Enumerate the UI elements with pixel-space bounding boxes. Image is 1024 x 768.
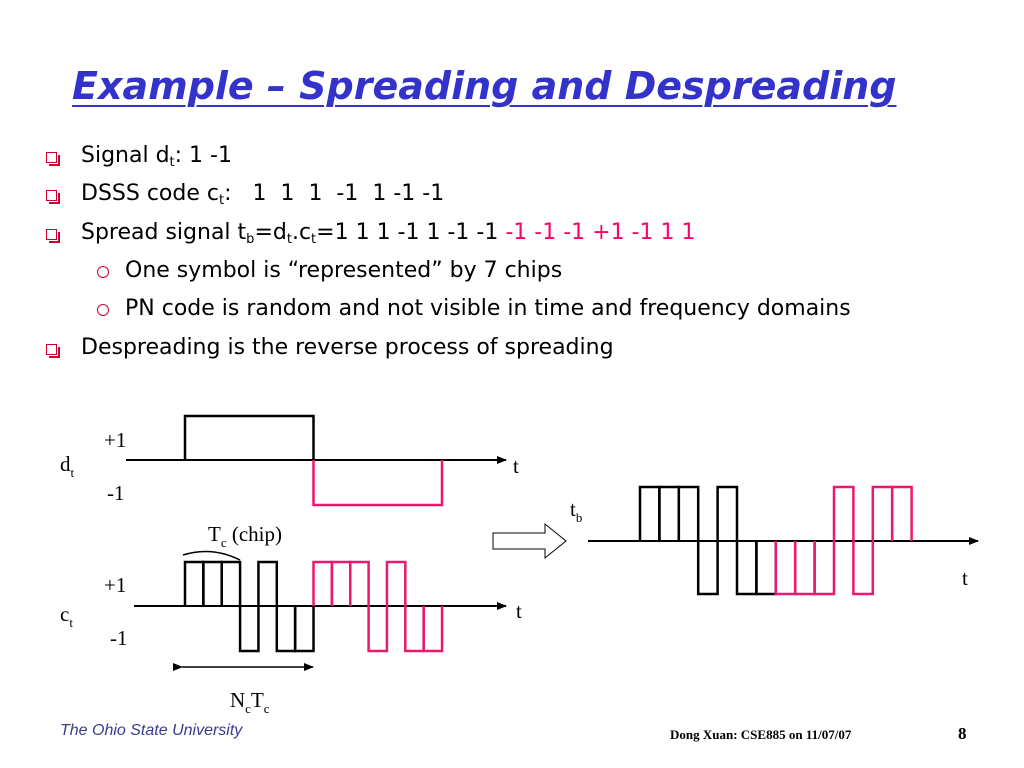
- ct-chip-6: [275, 606, 297, 653]
- ct-chip-4: [238, 606, 260, 653]
- tb-chip-7: [755, 541, 778, 596]
- ct-chip-12: [385, 560, 407, 606]
- spread-eq-d: =d: [254, 220, 287, 245]
- plus-one-top-label: +1: [104, 428, 126, 452]
- pn-text: PN code is random and not visible in tim…: [125, 296, 851, 321]
- dsss-value: : 1 1 1 -1 1 -1 -1: [224, 181, 445, 206]
- ct-chip-7: [293, 606, 315, 653]
- spread-dot-c: .c: [291, 220, 312, 245]
- plus-one-mid-label: +1: [104, 573, 126, 597]
- signal-subscript: t: [169, 155, 175, 170]
- circle-bullet-icon: [97, 304, 109, 316]
- minus-one-mid-label: -1: [110, 626, 128, 650]
- spread-value-black: =1 1 1 -1 1 -1 -1: [316, 220, 506, 245]
- spread-subscript-t2: t: [311, 232, 317, 247]
- tb-chip-13: [871, 485, 894, 541]
- ct-chip-3: [220, 560, 242, 606]
- page-number: 8: [958, 724, 967, 743]
- symbol-text: One symbol is “represented” by 7 chips: [125, 258, 563, 283]
- square-bullet-icon: [46, 344, 60, 358]
- tb-waveform: [638, 485, 913, 596]
- dt-waveform: [183, 414, 444, 507]
- spread-subscript-b: b: [246, 232, 255, 247]
- tc-chip-label: Tc (chip): [208, 522, 282, 550]
- tb-chip-12: [852, 541, 875, 596]
- ct-waveform: [183, 560, 444, 653]
- tb-chip-6: [735, 541, 758, 596]
- tb-chip-14: [890, 485, 913, 541]
- signal-value: : 1 -1: [174, 143, 232, 168]
- tb-chip-10: [813, 541, 836, 596]
- ct-chip-9: [330, 560, 352, 606]
- despreading-text: Despreading is the reverse process of sp…: [81, 335, 614, 360]
- ct-label: ct: [60, 602, 73, 630]
- tb-chip-8: [774, 541, 797, 596]
- spread-label: Spread signal t: [81, 220, 247, 245]
- dt-bit-1: [183, 414, 315, 460]
- ct-chip-11: [367, 606, 389, 653]
- nctc-label: NcTc: [230, 688, 270, 716]
- tb-chip-3: [677, 485, 700, 541]
- tb-chip-9: [793, 541, 816, 596]
- ct-chip-14: [422, 606, 444, 653]
- dsss-label: DSSS code c: [81, 181, 219, 206]
- dsss-subscript: t: [218, 193, 225, 208]
- circle-bullet-icon: [97, 266, 109, 278]
- axis-t-mid-label: t: [516, 599, 522, 623]
- ct-chip-13: [404, 606, 425, 653]
- signal-label: Signal d: [81, 143, 170, 168]
- square-bullet-icon: [46, 190, 60, 204]
- ct-chip-10: [348, 560, 370, 606]
- footer-author: Dong Xuan: CSE885 on 11/07/07: [670, 727, 852, 742]
- ct-chip-5: [257, 560, 279, 606]
- minus-one-top-label: -1: [107, 481, 125, 505]
- axis-t-right-label: t: [962, 566, 968, 590]
- tb-chip-4: [696, 541, 719, 596]
- ct-chip-2: [202, 560, 223, 606]
- square-bullet-icon: [46, 152, 60, 166]
- block-arrow-icon: [492, 522, 567, 560]
- ct-chip-8: [312, 560, 334, 606]
- tb-label: tb: [570, 497, 582, 525]
- dt-bit-2: [312, 460, 444, 507]
- footer-university: The Ohio State University: [60, 722, 243, 739]
- tb-chip-11: [832, 485, 855, 541]
- ct-chip-1: [183, 560, 205, 606]
- spread-value-pink: -1 -1 -1 +1 -1 1 1: [505, 220, 696, 245]
- slide-title: Example – Spreading and Despreading: [72, 64, 897, 108]
- tb-chip-1: [638, 485, 661, 541]
- tb-chip-5: [716, 485, 739, 541]
- spread-subscript-t1: t: [286, 232, 292, 247]
- dt-label: dt: [60, 452, 75, 480]
- tb-chip-2: [658, 485, 681, 541]
- axis-t-top-label: t: [513, 454, 519, 478]
- tc-brace: [182, 550, 241, 561]
- square-bullet-icon: [46, 229, 60, 243]
